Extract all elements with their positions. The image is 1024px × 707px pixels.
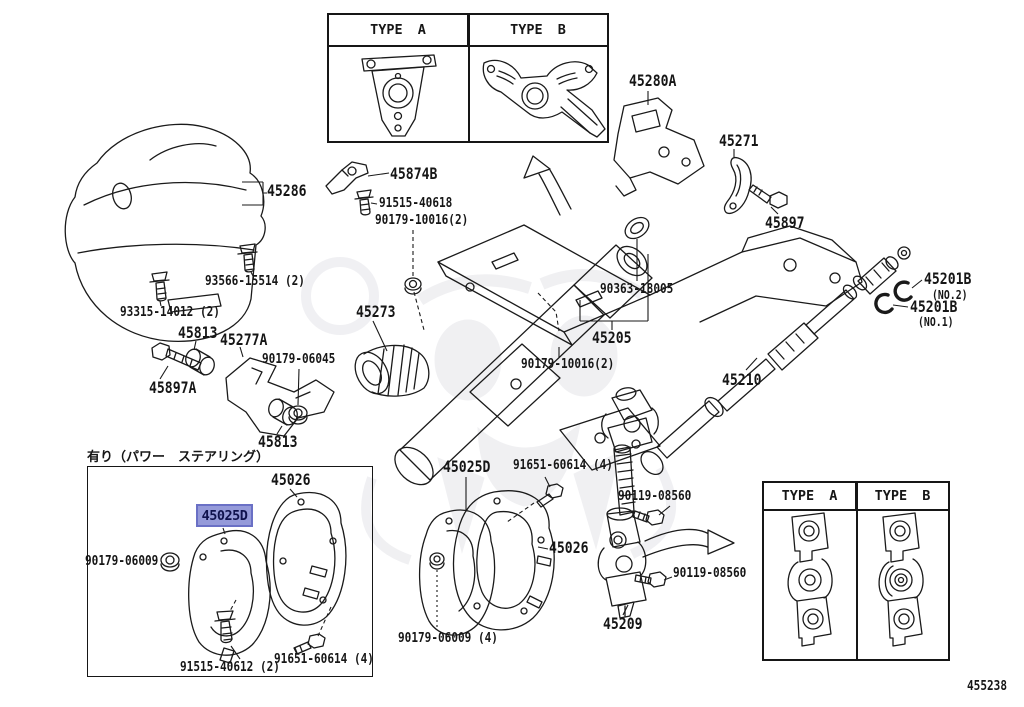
part-label-90363-18005[interactable]: 90363-18005 xyxy=(600,281,674,297)
type-a-ujoint-drawing xyxy=(787,512,833,647)
part-label-45286[interactable]: 45286 xyxy=(267,181,307,200)
part-label-45813-b[interactable]: 45813 xyxy=(258,432,298,451)
lever-45271-drawing xyxy=(723,156,752,215)
part-label-45025d-center[interactable]: 45025D xyxy=(443,457,491,476)
snap-ring-45201b-no1-drawing xyxy=(874,292,894,315)
part-label-45026-center[interactable]: 45026 xyxy=(549,538,589,557)
type-b-bracket-drawing xyxy=(482,59,606,138)
screw-93315-drawing xyxy=(149,271,170,302)
clamp-45874b-drawing xyxy=(325,161,369,195)
arrow-to-bottom-detail-box xyxy=(642,528,735,558)
screw-91515-40612-drawing xyxy=(214,610,236,644)
type-comparison-box-bottom: TYPE A TYPE B xyxy=(762,481,950,661)
seal-ring-90363-drawing xyxy=(624,216,650,240)
part-label-90179-10016-a[interactable]: 90179-10016(2) xyxy=(375,212,469,228)
nut-90179-10016-upper-drawing xyxy=(404,277,422,295)
cover-45025d-center-drawing xyxy=(418,509,496,636)
power-steering-variant-box xyxy=(87,466,373,677)
steering-column-cover-drawing xyxy=(64,123,266,342)
steering-column-assembly-drawing xyxy=(394,224,863,486)
part-label-no1-suffix: (NO.1) xyxy=(918,315,954,329)
nut-90179-06009-box-drawing xyxy=(160,552,180,572)
part-label-90179-06045[interactable]: 90179-06045 xyxy=(262,351,336,367)
top-type-a-header: TYPE A xyxy=(370,22,426,38)
part-label-91651-center[interactable]: 91651-60614 (4) xyxy=(513,457,613,473)
type-comparison-box-top: TYPE A TYPE B xyxy=(327,13,609,143)
arrow-to-top-detail-box xyxy=(523,155,572,216)
part-label-45205[interactable]: 45205 xyxy=(592,328,632,347)
part-label-45277a[interactable]: 45277A xyxy=(220,330,268,349)
part-label-45273[interactable]: 45273 xyxy=(356,302,396,321)
gasket-45026-box-drawing xyxy=(265,492,347,626)
part-label-45280a[interactable]: 45280A xyxy=(629,71,677,90)
part-label-90179-06009-4[interactable]: 90179-06009 (4) xyxy=(398,630,498,646)
part-label-45813-a[interactable]: 45813 xyxy=(178,323,218,342)
part-label-91651-box[interactable]: 91651-60614 (4) xyxy=(274,651,374,667)
cover-45025d-box-drawing xyxy=(188,530,271,664)
diagram-code: 455238 xyxy=(967,678,1008,694)
lower-shaft-45210-drawing xyxy=(640,246,911,476)
knob-45273-drawing xyxy=(354,344,430,397)
part-label-45897a[interactable]: 45897A xyxy=(149,378,197,397)
nut-90179-06009-center-drawing xyxy=(429,552,445,570)
part-label-45201b-no1[interactable]: 45201B xyxy=(910,297,958,316)
part-label-45271[interactable]: 45271 xyxy=(719,131,759,150)
watermark-graphic xyxy=(301,257,677,565)
bolt-91651-center-drawing xyxy=(536,483,564,508)
top-box-divider xyxy=(468,15,470,141)
part-label-45897[interactable]: 45897 xyxy=(765,213,805,232)
part-label-45201b-no2[interactable]: 45201B xyxy=(924,269,972,288)
leader-lines xyxy=(159,91,923,660)
part-label-45874b[interactable]: 45874B xyxy=(390,164,438,183)
part-label-45209[interactable]: 45209 xyxy=(603,614,643,633)
power-steering-note: 有り（パワー ステアリング） xyxy=(87,450,270,465)
snap-ring-45201b-no2-drawing xyxy=(893,280,913,302)
part-label-90179-10016-b[interactable]: 90179-10016(2) xyxy=(521,356,615,372)
bottom-box-divider xyxy=(856,483,858,659)
bracket-45280a-drawing xyxy=(613,97,705,197)
type-a-bracket-drawing xyxy=(361,54,437,137)
bottom-type-a-header: TYPE A xyxy=(781,488,838,504)
screw-91515-40618-drawing xyxy=(354,189,374,216)
bolt-90119-lower-drawing xyxy=(634,571,667,588)
part-label-90119-b[interactable]: 90119-08560 xyxy=(673,565,747,581)
part-label-45026-box[interactable]: 45026 xyxy=(271,470,311,489)
bolt-45897-drawing xyxy=(748,184,788,209)
bolt-90119-upper-drawing xyxy=(632,509,665,526)
nut-90179-06045-drawing xyxy=(288,405,308,425)
bracket-45277a-drawing xyxy=(225,357,335,437)
intermediate-joint-45209-drawing xyxy=(597,507,647,619)
upper-ujoint-drawing xyxy=(601,387,659,453)
part-label-93315-14012[interactable]: 93315-14012 (2) xyxy=(120,304,220,320)
part-label-90179-06009[interactable]: 90179-06009 xyxy=(85,553,159,569)
screw-93566-drawing xyxy=(237,243,258,273)
part-label-93566-15514[interactable]: 93566-15514 (2) xyxy=(205,273,305,289)
highlighted-part-label: 45025D xyxy=(201,507,248,524)
bottom-type-b-header: TYPE B xyxy=(855,483,948,509)
top-type-b-header: TYPE B xyxy=(467,15,607,45)
part-label-90119-a[interactable]: 90119-08560 xyxy=(618,488,692,504)
part-label-no2-suffix: (NO.2) xyxy=(932,288,968,302)
bolt-45897a-drawing xyxy=(151,342,202,371)
type-b-ujoint-drawing xyxy=(878,512,924,647)
highlighted-part-45025d[interactable]: 45025D xyxy=(196,504,253,527)
part-label-91515-40612[interactable]: 91515-40612 (2) xyxy=(180,659,280,675)
bushing-45813-lower-drawing xyxy=(268,398,298,426)
part-label-91515-40618[interactable]: 91515-40618 xyxy=(379,195,453,211)
part-label-45210[interactable]: 45210 xyxy=(722,370,762,389)
